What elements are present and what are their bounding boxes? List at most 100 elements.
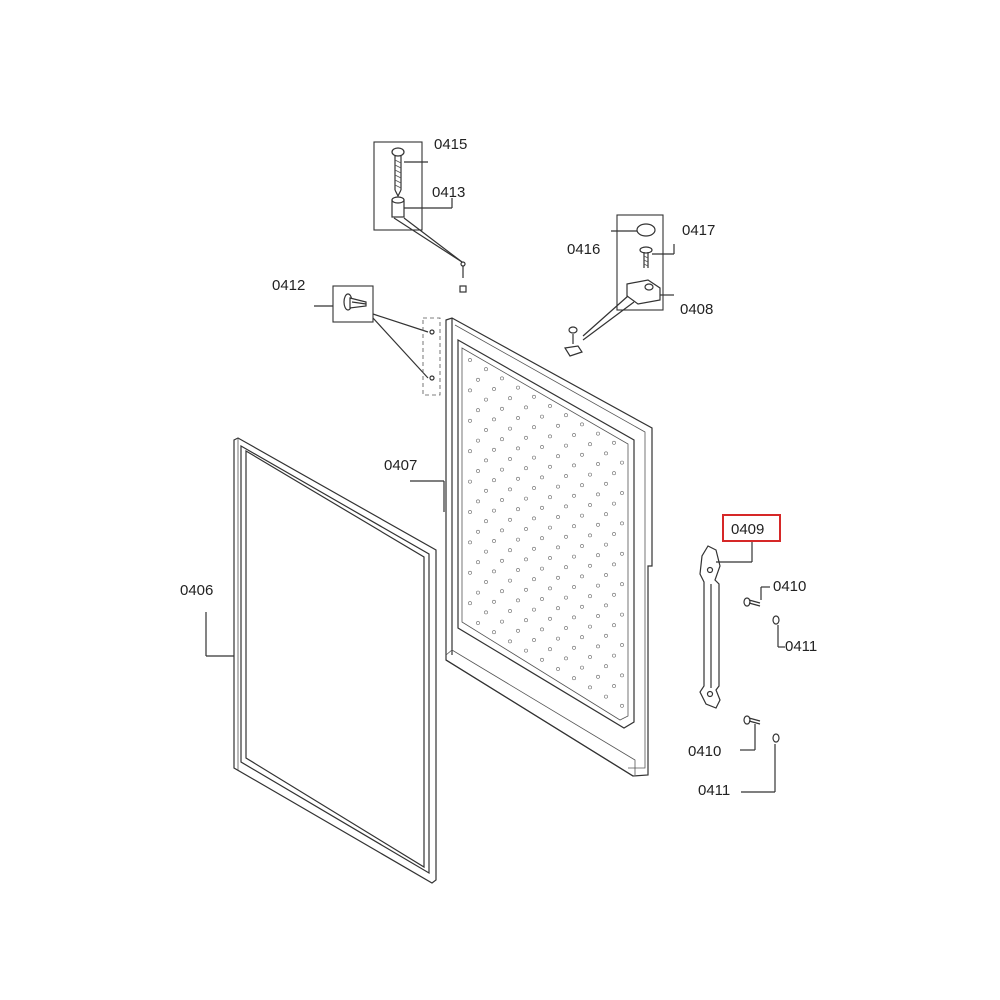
liner-dot bbox=[564, 474, 568, 478]
liner-dot bbox=[500, 619, 504, 624]
liner-dot bbox=[492, 569, 496, 574]
liner-dot bbox=[580, 513, 584, 518]
liner-dot bbox=[580, 604, 584, 609]
liner-dot bbox=[500, 528, 504, 533]
liner-dot bbox=[572, 433, 576, 437]
liner-dot bbox=[500, 437, 504, 442]
liner-dot bbox=[540, 505, 544, 510]
liner-dot bbox=[492, 478, 496, 483]
liner-dot bbox=[476, 469, 480, 473]
liner-dot bbox=[476, 408, 480, 413]
liner-dot bbox=[468, 449, 472, 454]
liner-dot bbox=[564, 413, 568, 418]
liner-dot bbox=[596, 522, 600, 527]
liner-dot bbox=[572, 524, 576, 529]
liner-dot bbox=[612, 623, 616, 628]
liner-dot bbox=[492, 417, 496, 422]
label-0413[interactable]: 0413 bbox=[432, 184, 465, 201]
liner-dot bbox=[596, 462, 600, 466]
detail-box-hinge-pin bbox=[314, 285, 441, 396]
liner-dot bbox=[612, 684, 616, 688]
liner-dot bbox=[572, 615, 576, 620]
screw-0417-icon bbox=[639, 246, 653, 268]
liner-dot bbox=[604, 481, 608, 486]
liner-dot bbox=[540, 445, 544, 449]
liner-dot bbox=[556, 454, 560, 459]
liner-dot bbox=[476, 499, 480, 504]
liner-dot bbox=[604, 633, 608, 638]
liner-dot bbox=[516, 385, 520, 390]
label-0411-upper[interactable]: 0411 bbox=[785, 638, 817, 655]
liner-dot bbox=[508, 517, 512, 522]
liner-dot bbox=[484, 549, 488, 554]
label-0411-lower[interactable]: 0411 bbox=[698, 782, 730, 799]
liner-dot bbox=[516, 507, 520, 512]
label-0415[interactable]: 0415 bbox=[434, 136, 467, 153]
label-0410-lower[interactable]: 0410 bbox=[688, 743, 721, 760]
liner-dot bbox=[604, 573, 608, 577]
liner-dot bbox=[508, 426, 512, 431]
liner-dot bbox=[484, 458, 488, 463]
spacer-0413-icon bbox=[391, 196, 405, 218]
liner-dot bbox=[556, 575, 560, 580]
liner-dot bbox=[540, 566, 544, 571]
label-0406[interactable]: 0406 bbox=[180, 582, 213, 599]
label-0417[interactable]: 0417 bbox=[682, 222, 715, 239]
liner-dot bbox=[564, 443, 568, 448]
liner-dot bbox=[508, 639, 512, 644]
liner-dot bbox=[596, 614, 600, 618]
liner-dot bbox=[500, 406, 504, 411]
liner-dot bbox=[508, 396, 512, 401]
screw-0415-icon bbox=[391, 147, 405, 198]
liner-dot bbox=[524, 618, 528, 623]
liner-dot bbox=[588, 472, 592, 477]
liner-dot bbox=[580, 635, 584, 640]
liner-dot bbox=[484, 428, 488, 432]
liner-dot bbox=[580, 452, 584, 457]
label-0409[interactable]: 0409 bbox=[731, 521, 764, 538]
liner-dot bbox=[524, 435, 528, 440]
liner-dot bbox=[484, 488, 488, 493]
liner-dot bbox=[516, 537, 520, 542]
liner-dot bbox=[604, 694, 608, 699]
liner-dot bbox=[564, 595, 568, 600]
liner-dot bbox=[604, 603, 608, 608]
liner-dot bbox=[484, 397, 488, 402]
label-0416[interactable]: 0416 bbox=[567, 241, 600, 258]
liner-dot bbox=[468, 540, 472, 545]
liner-dot bbox=[620, 582, 624, 587]
liner-dot bbox=[564, 626, 568, 630]
liner-dot bbox=[492, 387, 496, 391]
liner-dot bbox=[476, 560, 480, 565]
liner-dot bbox=[524, 496, 528, 501]
liner-dot bbox=[508, 457, 512, 461]
liner-dot bbox=[564, 534, 568, 539]
liner-dot bbox=[620, 460, 624, 465]
liner-dot bbox=[588, 624, 592, 629]
liner-dot bbox=[588, 563, 592, 568]
liner-dot bbox=[476, 529, 480, 534]
liner-dot bbox=[596, 644, 600, 649]
liner-dot bbox=[540, 414, 544, 419]
cap-0416-icon bbox=[636, 223, 656, 237]
liner-dot bbox=[484, 519, 488, 524]
liner-dot bbox=[524, 405, 528, 410]
liner-dot bbox=[492, 508, 496, 513]
liner-dot bbox=[516, 416, 520, 420]
label-0410-upper[interactable]: 0410 bbox=[773, 578, 806, 595]
label-0412[interactable]: 0412 bbox=[272, 277, 305, 294]
liner-dot bbox=[580, 665, 584, 670]
label-0407[interactable]: 0407 bbox=[384, 457, 417, 474]
liner-dot bbox=[516, 628, 520, 633]
highlight-box-0409 bbox=[722, 514, 781, 542]
liner-dot bbox=[516, 446, 520, 451]
liner-dot bbox=[540, 475, 544, 480]
liner-dot bbox=[588, 442, 592, 447]
liner-dot bbox=[580, 574, 584, 579]
liner-dot bbox=[540, 627, 544, 632]
label-0408[interactable]: 0408 bbox=[680, 301, 713, 318]
detail-box-upper-hinge bbox=[564, 214, 675, 357]
liner-dot bbox=[524, 527, 528, 531]
liner-dot bbox=[620, 612, 624, 617]
